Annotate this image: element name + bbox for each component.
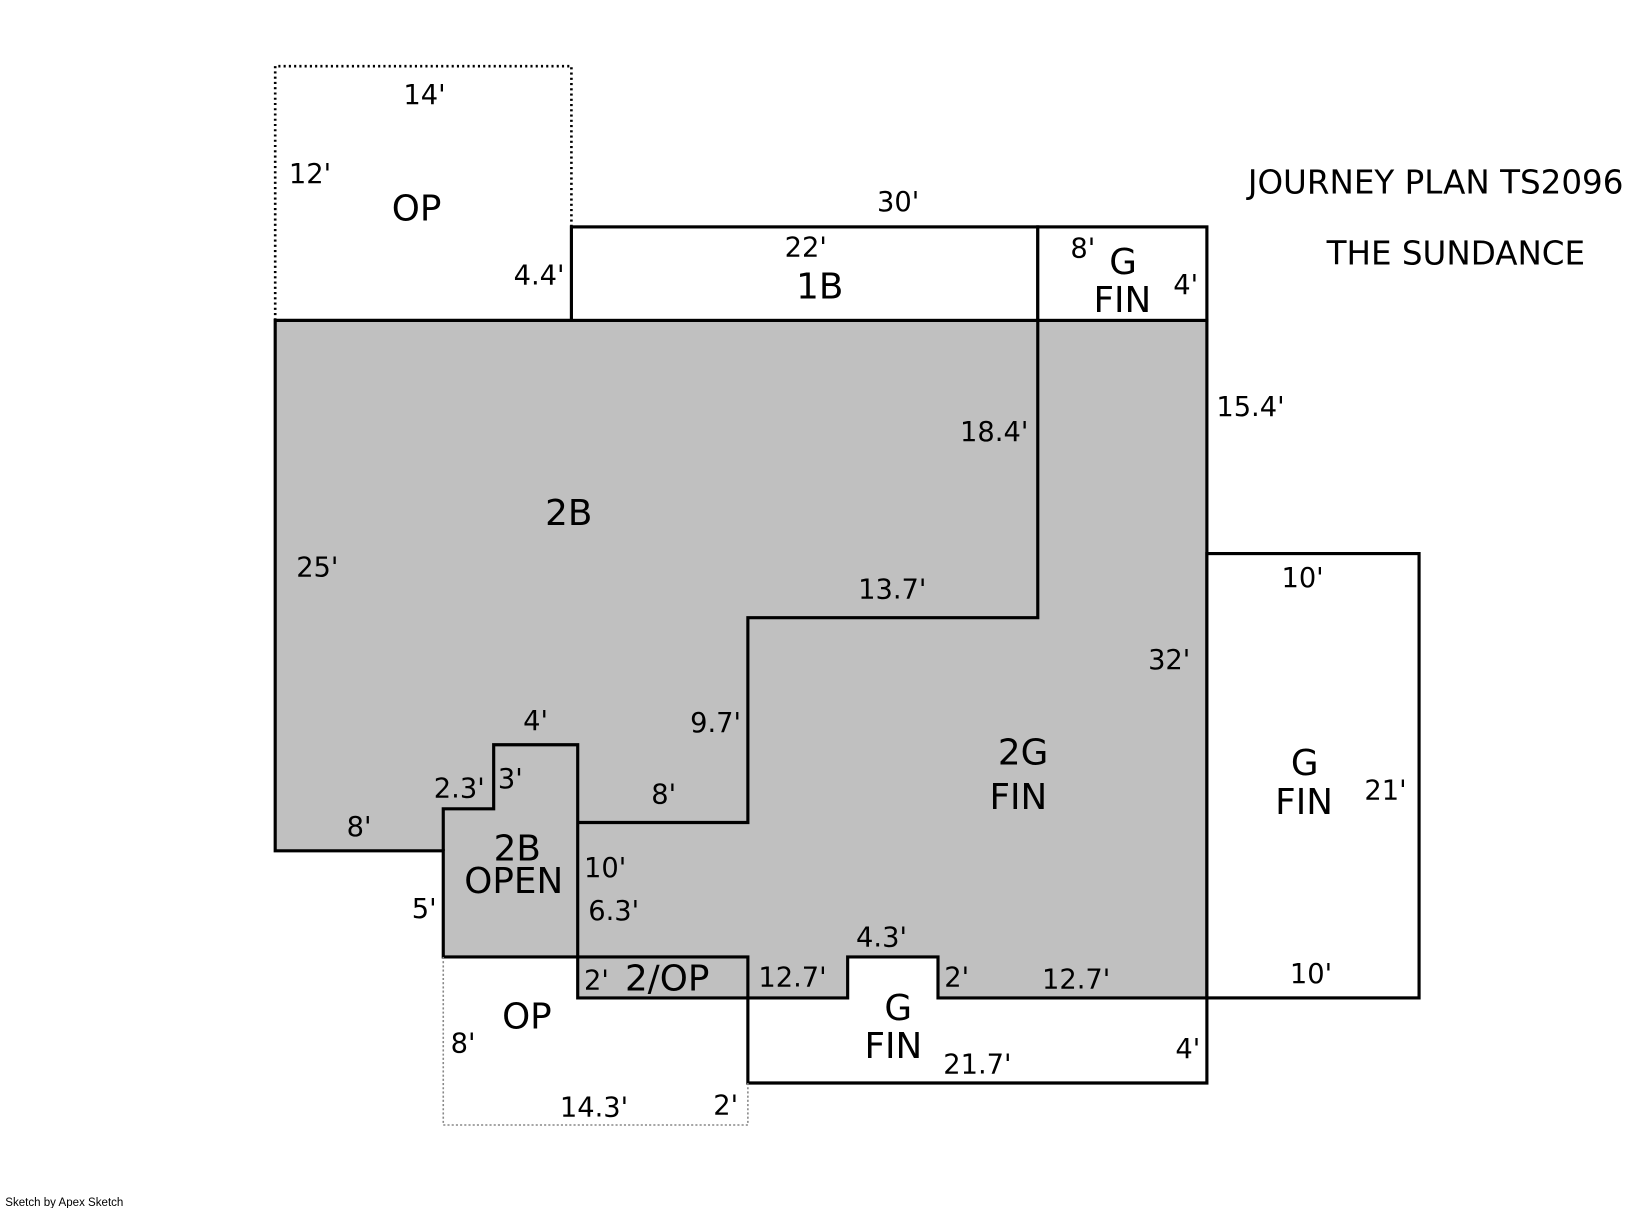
area-label: OPEN <box>464 861 563 902</box>
room-g-fin-right <box>1205 552 1421 1000</box>
dimension-label: 14.3' <box>560 1093 628 1124</box>
dimension-label: 15.4' <box>1216 392 1284 423</box>
area-label: FIN <box>1093 280 1151 321</box>
dimension-label: 21.7' <box>943 1050 1011 1081</box>
room-g-fin-top <box>1036 225 1209 322</box>
dimension-label: 22' <box>785 232 827 263</box>
area-label: FIN <box>864 1026 922 1067</box>
area-label: OP <box>392 189 442 230</box>
dimension-label: 10' <box>584 853 626 884</box>
dimension-label: 10' <box>1281 563 1323 594</box>
area-label: FIN <box>1275 782 1333 823</box>
watermark: Sketch by Apex Sketch <box>5 1197 123 1208</box>
dimension-label: 4.4' <box>514 261 565 292</box>
area-label: 2B <box>545 493 592 534</box>
dimension-label: 32' <box>1148 645 1190 676</box>
dimension-label: 8' <box>347 812 372 843</box>
dimension-label: 9.7' <box>690 708 741 739</box>
dimension-label: 2.3' <box>434 773 485 804</box>
plan-title: JOURNEY PLAN TS2096 <box>1246 163 1624 201</box>
dimension-label: 12.7' <box>1042 964 1110 995</box>
area-label: OP <box>502 996 552 1037</box>
dimension-label: 4' <box>523 706 548 737</box>
dimension-label: 10' <box>1290 959 1332 990</box>
dimension-label: 3' <box>498 764 523 795</box>
area-label: 2G <box>998 733 1048 774</box>
room-1b <box>569 225 1040 322</box>
dimension-label: 18.4' <box>960 417 1028 448</box>
dimension-label: 2' <box>713 1091 738 1122</box>
op-top-outline <box>273 64 573 321</box>
dimension-label: 30' <box>877 187 919 218</box>
area-label: FIN <box>989 777 1047 818</box>
area-label: 1B <box>796 266 843 307</box>
wall-2-op <box>577 955 750 998</box>
dimension-label: 5' <box>412 894 437 925</box>
dimension-label: 12' <box>289 159 331 190</box>
area-label: G <box>1291 743 1319 784</box>
dimension-label: 2' <box>584 966 609 997</box>
dimension-label: 4' <box>1173 270 1198 301</box>
dimension-label: 4.3' <box>856 922 907 953</box>
area-label: G <box>1109 242 1137 283</box>
plan-subtitle: THE SUNDANCE <box>1326 235 1585 273</box>
dimension-label: 21' <box>1364 775 1406 806</box>
dimension-label: 25' <box>296 553 338 584</box>
dimension-label: 8' <box>651 780 676 811</box>
dimension-label: 13.7' <box>858 575 926 606</box>
dimension-label: 2' <box>944 962 969 993</box>
dimension-label: 8' <box>451 1029 476 1060</box>
wall-2b-open <box>441 743 580 957</box>
area-label: 2/OP <box>625 959 709 1000</box>
dimension-label: 14' <box>403 80 445 111</box>
dimension-label: 6.3' <box>588 896 639 927</box>
wall-2b-2g-divider <box>577 320 1040 825</box>
dimension-label: 12.7' <box>758 962 826 993</box>
area-label: G <box>884 988 912 1029</box>
area-label: 2B <box>494 828 541 869</box>
dimension-label: 4' <box>1175 1034 1200 1065</box>
dimension-label: 8' <box>1070 233 1095 264</box>
room-g-fin-bottom <box>746 997 1209 1085</box>
